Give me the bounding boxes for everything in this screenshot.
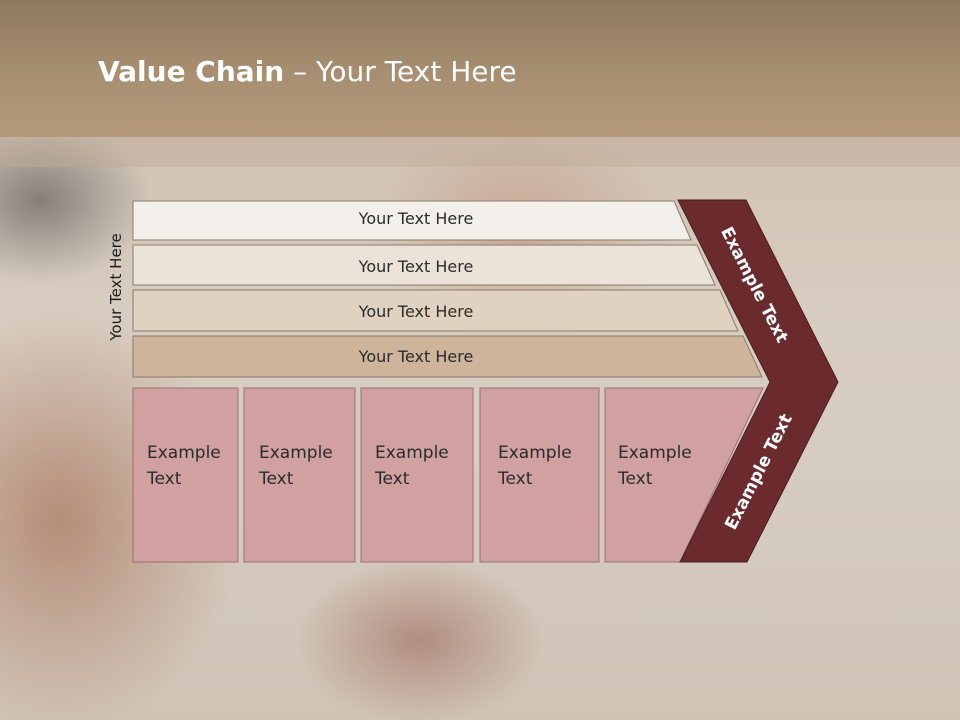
support-bar-2-label: Your Text Here	[358, 257, 474, 276]
support-bar-3-label: Your Text Here	[358, 302, 474, 321]
primary-box-4[interactable]	[479, 387, 600, 563]
primary-box-3-label: Example Text	[375, 443, 449, 489]
support-bar-2[interactable]	[132, 244, 716, 286]
support-bar-4[interactable]	[132, 335, 763, 378]
primary-box-4-label: Example Text	[498, 443, 572, 489]
primary-box-2[interactable]	[243, 387, 356, 563]
primary-box-1[interactable]	[132, 387, 239, 563]
primary-box-5-label: Example Text	[618, 443, 692, 489]
support-bar-1[interactable]	[132, 200, 692, 241]
header-band	[0, 0, 960, 137]
primary-box-1-label: Example Text	[147, 443, 221, 489]
support-bar-4-label: Your Text Here	[358, 347, 474, 366]
margin-chevron[interactable]	[677, 199, 839, 563]
support-bar-3[interactable]	[132, 289, 739, 332]
primary-box-3[interactable]	[360, 387, 474, 563]
header-strip	[0, 137, 960, 167]
primary-box-2-label: Example Text	[259, 443, 333, 489]
slide-title: Value Chain – Your Text Here	[98, 55, 517, 88]
support-bar-1-label: Your Text Here	[358, 209, 474, 228]
